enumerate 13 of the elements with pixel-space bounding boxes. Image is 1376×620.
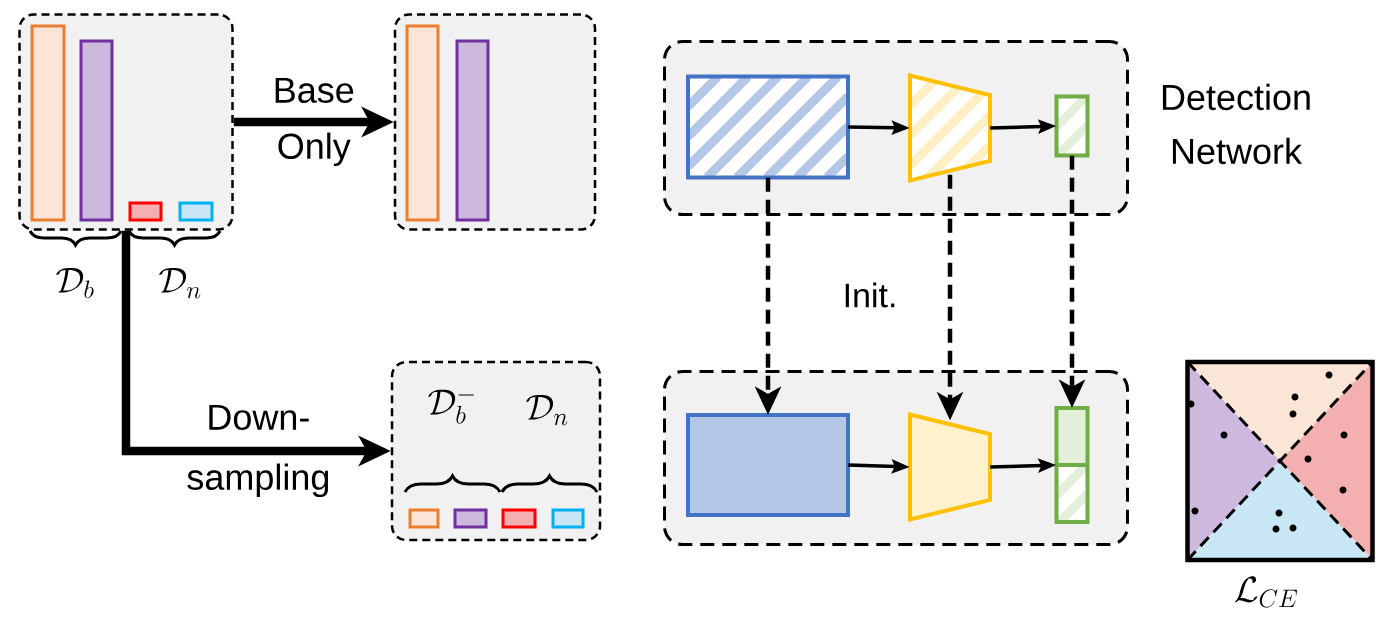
formula: $\mathcal{D}_b$ — [56, 268, 94, 299]
edge-label: Base Only — [275, 77, 354, 167]
formula: $\mathcal{D}_n$ — [526, 395, 568, 426]
layer-block — [1054, 94, 1090, 158]
formula: $\mathcal{L}_{CE}$ — [1234, 576, 1297, 608]
annotation: Init. — [845, 282, 895, 308]
heading: Detection Network — [1162, 83, 1310, 165]
edge-label: Down- sampling — [187, 404, 329, 498]
formula: $\mathcal{D}_b^-$ — [428, 389, 474, 424]
layer-block — [686, 74, 850, 180]
layer-block — [686, 413, 850, 517]
formula: $\mathcal{D}_n$ — [159, 268, 201, 299]
layer-block — [1054, 406, 1090, 524]
